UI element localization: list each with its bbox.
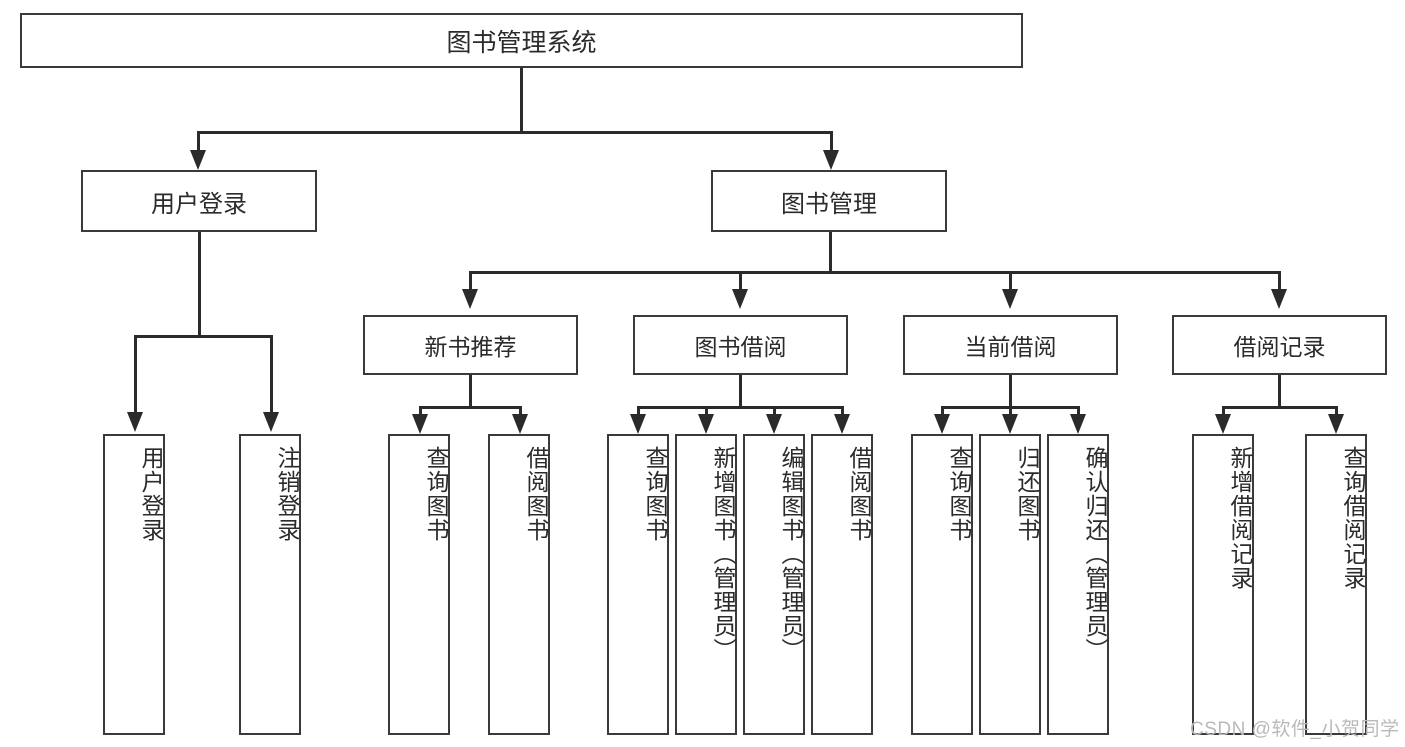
leaf-current-borrow-1[interactable]: 归还图书 [979, 434, 1041, 735]
watermark-text: CSDN @软件_小贺同学 [1190, 719, 1400, 740]
node-root-book-management-system[interactable]: 图书管理系统 [20, 13, 1023, 68]
arrow-borrow-record-leaf-0 [1215, 414, 1231, 434]
leaf-book-borrow-1[interactable]: 新增图书（管理员） [675, 434, 737, 735]
arrow-new-book-leaf-1 [512, 414, 528, 434]
connector-level3-1 [739, 271, 742, 293]
leaf-borrow-record-1[interactable]: 查询借阅记录 [1305, 434, 1367, 735]
connector-new-book-leaf-1 [519, 406, 522, 419]
connector-user-login-leaf-0 [134, 335, 137, 417]
node-label: 借阅记录 [1233, 334, 1326, 360]
leaf-label: 查询图书 [423, 446, 449, 542]
leaf-label: 新增借阅记录 [1227, 446, 1253, 590]
leaf-label: 借阅图书 [523, 446, 549, 542]
connector-borrow-record-leaf-1 [1335, 406, 1338, 419]
leaf-label: 查询图书 [946, 446, 972, 542]
leaf-new-book-recommend-0[interactable]: 查询图书 [388, 434, 450, 735]
connector-new-book-stem [469, 375, 472, 408]
leaf-label: 归还图书 [1014, 446, 1040, 542]
connector-book-borrow-leaf-3 [841, 406, 844, 419]
connector-user-login-stem [198, 232, 201, 337]
connector-root-stem [520, 68, 523, 132]
arrow-new-book-leaf-0 [412, 414, 428, 434]
leaf-book-borrow-0[interactable]: 查询图书 [607, 434, 669, 735]
arrow-level3-0 [462, 289, 478, 309]
leaf-label: 确认归还（管理员） [1082, 446, 1108, 662]
leaf-current-borrow-0[interactable]: 查询图书 [911, 434, 973, 735]
node-borrow-record[interactable]: 借阅记录 [1172, 315, 1387, 375]
connector-book-management-stem [829, 232, 832, 272]
connector-current-borrow-leaf-1 [1009, 406, 1012, 419]
arrow-to-book-management [823, 150, 839, 170]
arrow-level3-3 [1271, 289, 1287, 309]
arrow-current-borrow-leaf-1 [1002, 414, 1018, 434]
connector-level3-0 [469, 271, 472, 293]
connector-to-user-login [197, 131, 200, 156]
connector-borrow-record-leaf-0 [1222, 406, 1225, 419]
leaf-current-borrow-2[interactable]: 确认归还（管理员） [1047, 434, 1109, 735]
leaf-new-book-recommend-1[interactable]: 借阅图书 [488, 434, 550, 735]
connector-book-borrow-leaf-1 [705, 406, 708, 419]
connector-user-login-bar [134, 335, 272, 338]
arrow-borrow-record-leaf-1 [1328, 414, 1344, 434]
node-user-login[interactable]: 用户登录 [81, 170, 317, 232]
connector-level2-bar [197, 131, 833, 134]
connector-new-book-leaf-0 [419, 406, 422, 419]
connector-level3-2 [1009, 271, 1012, 293]
leaf-label: 编辑图书（管理员） [778, 446, 804, 662]
node-new-book-recommend[interactable]: 新书推荐 [363, 315, 578, 375]
leaf-user-login-1[interactable]: 注销登录 [239, 434, 301, 735]
arrow-user-login-leaf-0 [127, 412, 143, 432]
arrow-book-borrow-leaf-2 [766, 414, 782, 434]
connector-book-borrow-stem [739, 375, 742, 408]
leaf-borrow-record-0[interactable]: 新增借阅记录 [1192, 434, 1254, 735]
leaf-label: 注销登录 [274, 446, 300, 542]
connector-borrow-record-stem [1278, 375, 1281, 408]
leaf-label: 借阅图书 [846, 446, 872, 542]
connector-level3-bar [469, 271, 1280, 274]
node-book-management[interactable]: 图书管理 [711, 170, 947, 232]
leaf-book-borrow-3[interactable]: 借阅图书 [811, 434, 873, 735]
arrow-current-borrow-leaf-0 [934, 414, 950, 434]
arrow-book-borrow-leaf-1 [698, 414, 714, 434]
connector-user-login-leaf-1 [270, 335, 273, 417]
connector-to-book-management [830, 131, 833, 156]
connector-book-borrow-leaf-0 [637, 406, 640, 419]
connector-book-borrow-bar [637, 406, 844, 409]
node-current-borrow[interactable]: 当前借阅 [903, 315, 1118, 375]
arrow-current-borrow-leaf-2 [1070, 414, 1086, 434]
leaf-label: 新增图书（管理员） [710, 446, 736, 662]
connector-current-borrow-leaf-0 [941, 406, 944, 419]
leaf-book-borrow-2[interactable]: 编辑图书（管理员） [743, 434, 805, 735]
arrow-level3-2 [1002, 289, 1018, 309]
arrow-book-borrow-leaf-3 [834, 414, 850, 434]
arrow-to-user-login [190, 150, 206, 170]
leaf-label: 用户登录 [138, 446, 164, 542]
arrow-user-login-leaf-1 [263, 412, 279, 432]
node-label: 图书管理 [781, 190, 877, 218]
connector-current-borrow-stem [1009, 375, 1012, 408]
leaf-label: 查询借阅记录 [1340, 446, 1366, 590]
node-label: 新书推荐 [424, 334, 517, 360]
leaf-user-login-0[interactable]: 用户登录 [103, 434, 165, 735]
arrow-book-borrow-leaf-0 [630, 414, 646, 434]
connector-new-book-bar [419, 406, 522, 409]
node-label: 用户登录 [151, 190, 247, 218]
node-label: 当前借阅 [964, 334, 1057, 360]
connector-book-borrow-leaf-2 [773, 406, 776, 419]
connector-level3-3 [1278, 271, 1281, 293]
arrow-level3-1 [732, 289, 748, 309]
node-label: 图书管理系统 [446, 28, 597, 57]
connector-borrow-record-bar [1222, 406, 1337, 409]
connector-current-borrow-leaf-2 [1077, 406, 1080, 419]
leaf-label: 查询图书 [642, 446, 668, 542]
node-label: 图书借阅 [694, 334, 787, 360]
node-book-borrow[interactable]: 图书借阅 [633, 315, 848, 375]
